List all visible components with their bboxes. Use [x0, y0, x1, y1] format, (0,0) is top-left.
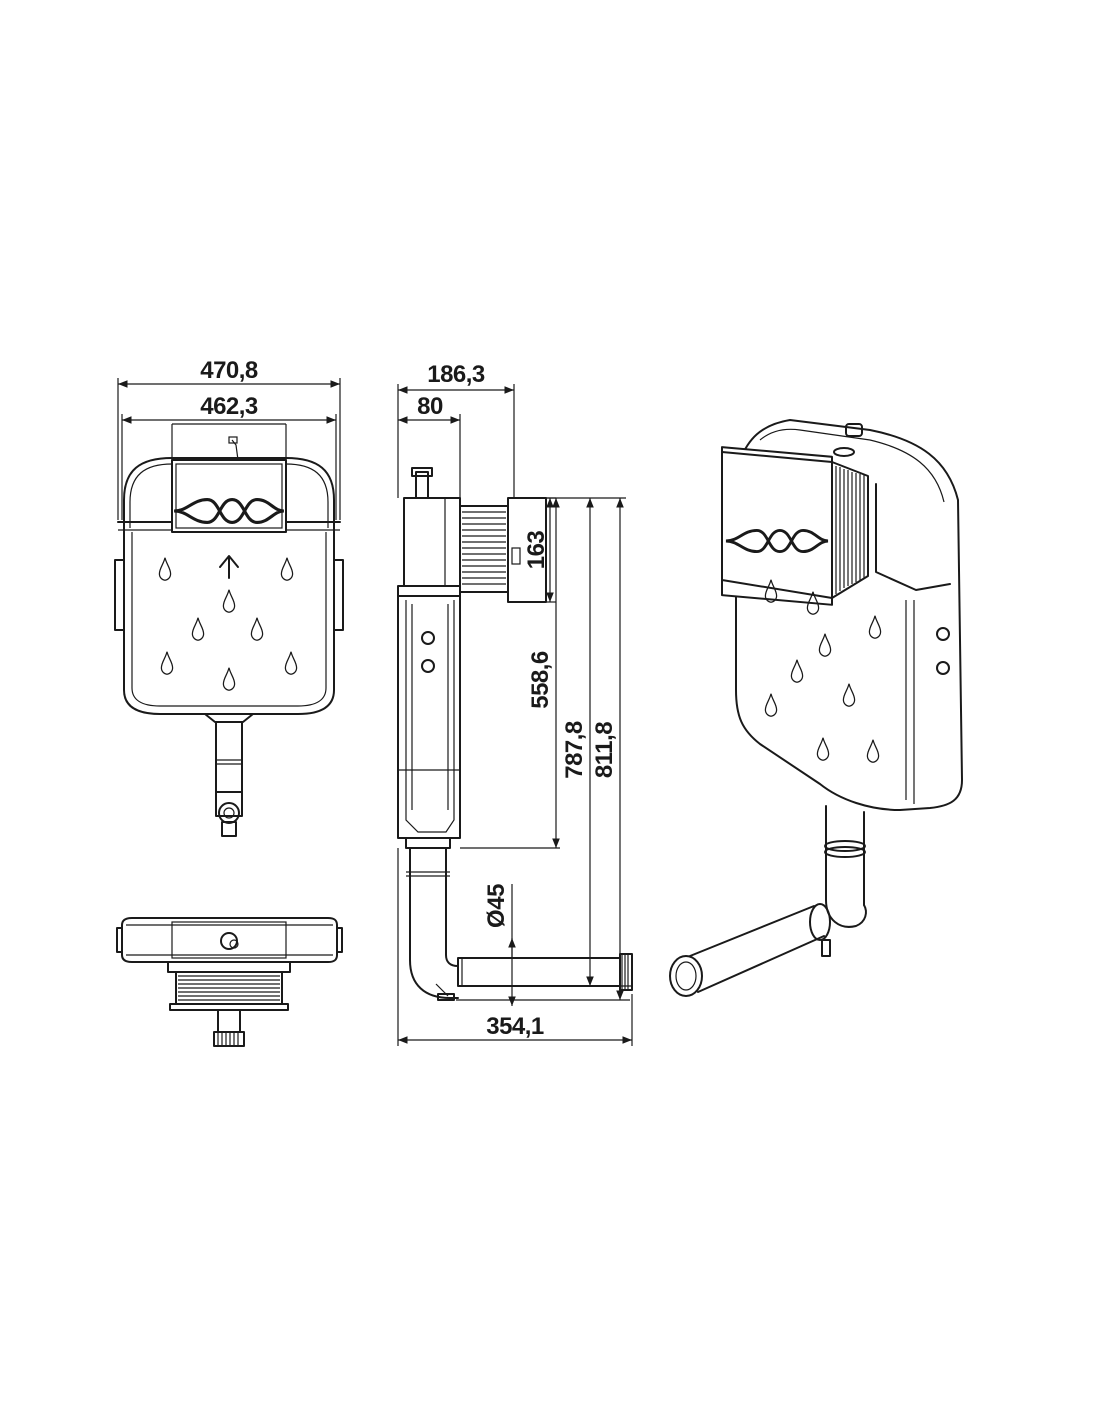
side-view: 186,3 80 163 558,6 787,8 811,8 Ø45 354,1	[397, 361, 633, 1046]
dim-flush-plate-height: 163	[523, 531, 550, 570]
dim-front-width-outer: 470,8	[200, 357, 258, 384]
front-view: 470,8 462,3	[114, 357, 344, 837]
dim-side-depth-body: 80	[417, 393, 443, 420]
dim-height-total: 811,8	[591, 722, 618, 778]
dim-height-outlet-top: 558,6	[527, 651, 554, 709]
dim-pipe-total-length: 354,1	[486, 1013, 544, 1040]
dim-height-outlet-center: 787,8	[561, 721, 588, 779]
dim-front-width-inner: 462,3	[200, 393, 258, 420]
dim-side-depth-total: 186,3	[427, 361, 485, 388]
top-view	[116, 917, 343, 1047]
dim-pipe-diameter: Ø45	[483, 884, 510, 928]
perspective-view	[669, 419, 963, 997]
